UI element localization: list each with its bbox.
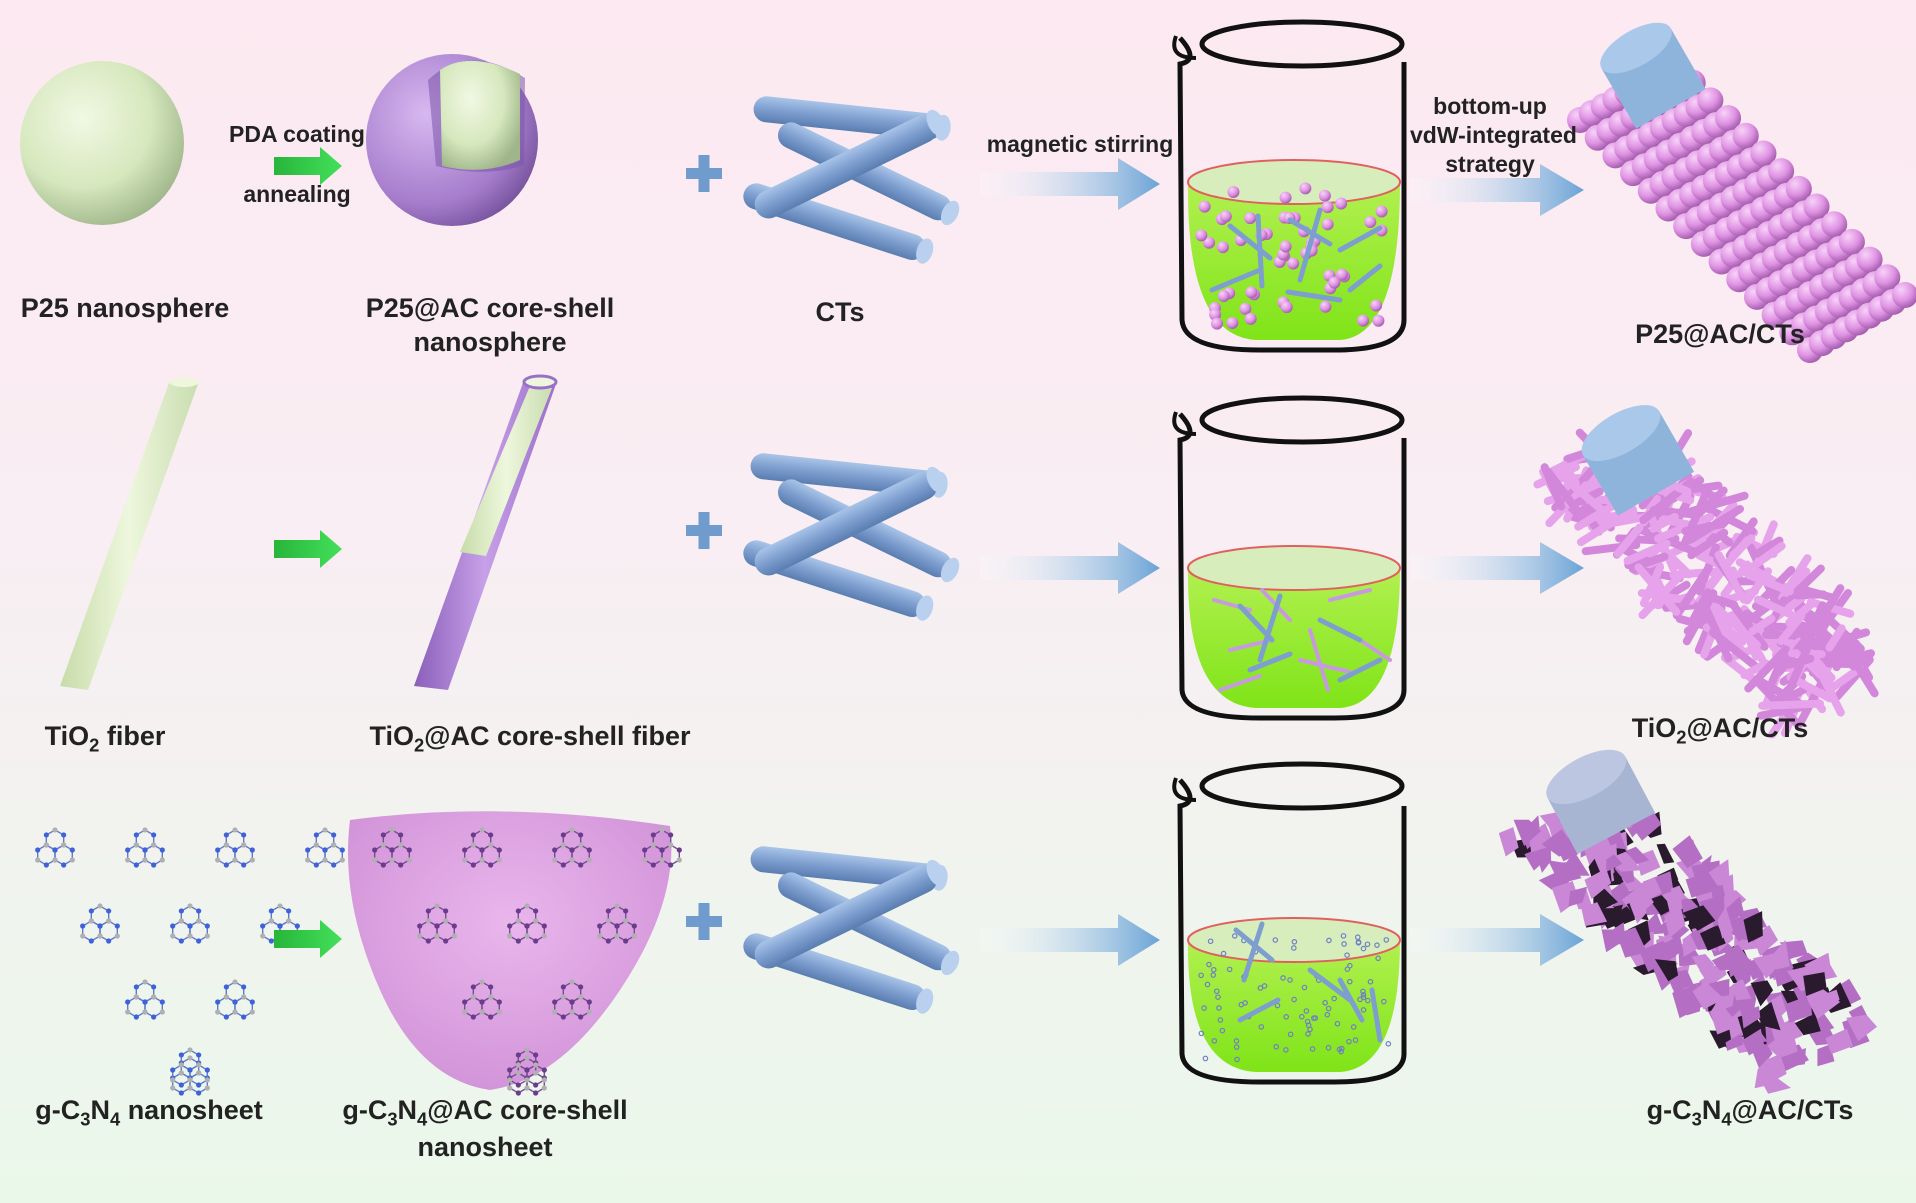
- beaker-row2: [1172, 395, 1407, 721]
- carbon-tubes-row3: [743, 846, 960, 1014]
- label-cts: CTs: [815, 297, 865, 327]
- blue-arrow-integration-row2: [1410, 542, 1584, 594]
- blue-arrow-stirring-row1: [980, 158, 1160, 210]
- carbon-tubes-row2: [743, 453, 960, 621]
- label-tio2-ac-cts: TiO2@AC/CTs: [1631, 713, 1809, 748]
- blue-arrow-stirring-row2: [980, 542, 1160, 594]
- label-g-c3n4-ac-core-shell: g-C3N4@AC core-shell nanosheet: [342, 1095, 628, 1163]
- dispersed-tubes-row3: [1233, 921, 1383, 1043]
- p25-ac-core-shell-sphere: [366, 54, 538, 226]
- plus-sign-row1: [686, 155, 722, 192]
- label-p25-ac-cts: P25@AC/CTs: [1635, 319, 1805, 349]
- label-tio2-fiber: TiO2 fiber: [44, 721, 166, 756]
- g-c3n4-ac-core-shell-nanosheet: [348, 811, 682, 1096]
- label-g-c3n4-nanosheet: g-C3N4 nanosheet: [35, 1095, 263, 1130]
- tio2-ac-core-shell-fiber: [414, 374, 558, 690]
- g-c3n4-ac-cts-product: [1498, 749, 1877, 1094]
- dispersed-tubes-row2: [1237, 593, 1383, 683]
- label-pda-coating: PDA coating: [229, 121, 365, 147]
- tio2-fiber: [60, 377, 199, 690]
- blue-arrow-integration-row3: [1410, 914, 1584, 966]
- blue-arrow-stirring-row3: [980, 914, 1160, 966]
- beaker-row3: [1172, 761, 1407, 1085]
- dispersed-nanosheets-row3: [1198, 933, 1392, 1063]
- green-arrow-row3: [274, 920, 342, 958]
- blue-arrow-integration-row1: [1410, 164, 1584, 216]
- label-g-c3n4-ac-cts: g-C3N4@AC/CTs: [1646, 1095, 1854, 1130]
- label-p25-nanosphere: P25 nanosphere: [20, 293, 230, 323]
- dispersed-tubes-row1: [1209, 207, 1383, 303]
- label-p25-ac-core-shell: P25@AC core-shell nanosphere: [365, 293, 615, 357]
- green-arrow-row1: [274, 147, 342, 185]
- label-bottom-up-strategy: bottom-up vdW-integrated strategy: [1410, 93, 1577, 177]
- carbon-tubes-row1: [743, 96, 960, 264]
- plus-sign-row3: [686, 903, 722, 940]
- p25-ac-cts-product: [1567, 22, 1916, 363]
- plus-sign-row2: [686, 512, 722, 549]
- label-annealing: annealing: [243, 181, 351, 207]
- p25-nanosphere: [20, 61, 184, 225]
- beaker-row1: [1172, 19, 1407, 353]
- tio2-ac-cts-product: [1533, 405, 1879, 739]
- green-arrow-row2: [274, 530, 342, 568]
- dispersed-nanospheres-row1: [1195, 182, 1388, 330]
- g-c3n4-nanosheet: [35, 827, 345, 1096]
- label-tio2-ac-core-shell-fiber: TiO2@AC core-shell fiber: [369, 721, 691, 756]
- label-magnetic-stirring: magnetic stirring: [986, 131, 1174, 157]
